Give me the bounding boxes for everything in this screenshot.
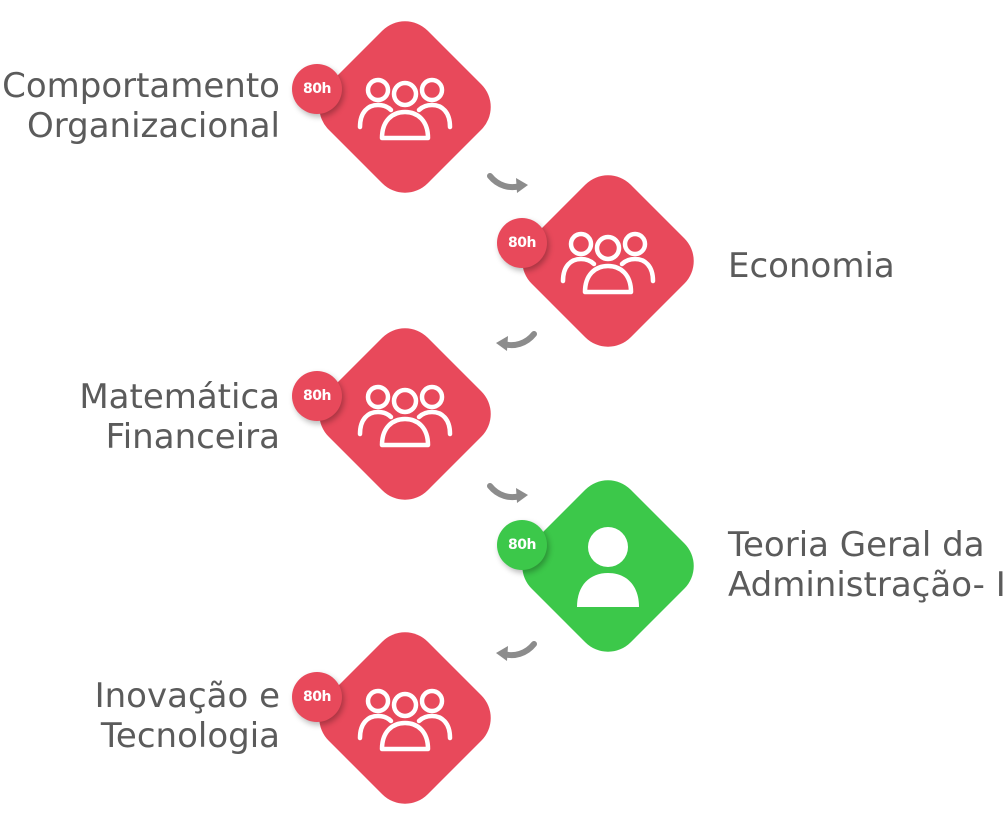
group-icon xyxy=(350,62,460,152)
step-5-title: Inovação e Tecnologia xyxy=(94,676,280,756)
step-2-title: Economia xyxy=(728,246,895,286)
group-icon xyxy=(553,216,663,306)
curved-arrow-right-icon xyxy=(487,483,528,503)
user-icon xyxy=(553,516,663,616)
step-4-hours-badge: 80h xyxy=(497,520,547,570)
curved-arrow-left-icon xyxy=(496,331,537,351)
step-1-title: Comportamento Organizacional xyxy=(2,66,280,146)
step-5-hours-badge: 80h xyxy=(292,672,342,722)
group-icon xyxy=(350,369,460,459)
group-icon xyxy=(350,673,460,763)
curved-arrow-right-icon xyxy=(487,173,528,193)
step-3-hours-badge: 80h xyxy=(292,371,342,421)
step-4-title: Teoria Geral da Administração- I xyxy=(728,525,1004,605)
step-3-title: Matemática Financeira xyxy=(79,377,280,457)
step-1-hours-badge: 80h xyxy=(292,64,342,114)
curved-arrow-left-icon xyxy=(496,641,537,661)
step-2-hours-badge: 80h xyxy=(497,218,547,268)
